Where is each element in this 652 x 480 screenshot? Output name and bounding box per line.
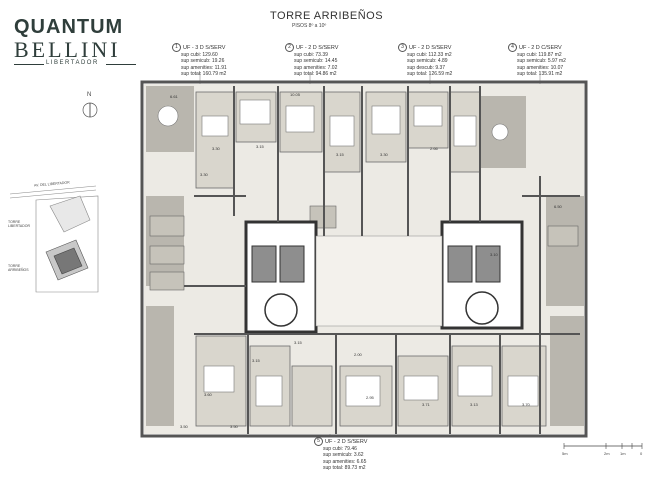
unit-number-badge: 4 (508, 43, 517, 52)
unit-line: sup amenities: 10.07 (517, 64, 564, 71)
dimension-labels: 6.61 10.05 3.30 3.15 3.15 2.66 3.30 3.30… (170, 92, 563, 429)
dimension-label: 3.30 (380, 152, 389, 157)
unit-line: sup total: 89.73 m2 (323, 464, 366, 471)
interior-walls (184, 86, 580, 434)
unit-line: sup cubi: 119.87 m2 (517, 52, 562, 58)
scale-label: 0 (640, 451, 643, 456)
site-plan-drawing (9, 185, 99, 293)
unit-type: UF - 2 D S/SERV (325, 438, 368, 445)
unit-type: UF - 3 D S/SERV (183, 44, 226, 51)
dimension-label: 6.50 (554, 204, 563, 209)
furniture (157, 99, 539, 407)
scale-bar-graphic (563, 443, 643, 449)
scale-bar: 5m 2m 1m 0 (560, 442, 646, 458)
unit-line: sup total: 126.59 m2 (407, 70, 453, 77)
unit-line: sup total: 135.91 m2 (517, 70, 563, 77)
logo-rule-left (14, 64, 44, 65)
dimension-label: 3.70 (522, 402, 531, 407)
brand-logo-libertador: LIBERTADOR (46, 60, 99, 66)
dimension-label: 3.15 (294, 340, 303, 345)
dimension-label: 3.13 (470, 402, 479, 407)
unit-line: sup semicub: 14.45 (294, 58, 338, 65)
dimension-label: 3.30 (200, 172, 209, 177)
site-plan: AV. DEL LIBERTADOR TORRE LIBERTADOR TORR… (6, 180, 110, 300)
dimension-label: 3.15 (256, 144, 265, 149)
unit-line: sup total: 160.79 m2 (181, 70, 227, 77)
dimension-label: 3.60 (204, 392, 213, 397)
unit-type: UF - 2 D S/SERV (296, 44, 339, 51)
central-hall (315, 235, 443, 327)
terraces (146, 86, 584, 426)
north-indicator: N (82, 92, 98, 120)
dimension-label: 3.50 (180, 424, 189, 429)
brand-logo-quantum: QUANTUM (14, 16, 124, 38)
unit-line: sup cubi: 112.33 m2 (407, 52, 452, 58)
scale-label: 2m (604, 451, 610, 456)
scale-label: 5m (562, 451, 568, 456)
dimension-label: 3.15 (252, 358, 261, 363)
dimension-label: 3.15 (336, 152, 345, 157)
north-label: N (87, 92, 92, 98)
service-areas (149, 205, 579, 291)
tower-arribenos-label: TORRE ARRIBEÑOS (8, 264, 29, 272)
unit-line: sup semicub: 4.89 (407, 58, 448, 65)
scale-label: 1m (620, 451, 626, 456)
unit-line: sup descub: 9.37 (407, 64, 446, 71)
unit-line: sup cubi: 129.60 (181, 52, 218, 58)
unit-number-badge: 1 (172, 43, 181, 52)
dimension-label: 2.95 (366, 395, 375, 400)
unit-line: sup total: 94.86 m2 (294, 70, 337, 77)
unit-line: sup cubi: 79.46 (323, 446, 357, 452)
page-title: TORRE ARRIBEÑOS (270, 10, 384, 22)
dimension-label: 3.30 (212, 146, 221, 151)
outer-wall (140, 80, 588, 438)
unit-line: sup semicub: 19.26 (181, 58, 225, 65)
dimension-label: 3.71 (422, 402, 431, 407)
unit-line: sup amenities: 11.91 (181, 64, 227, 71)
unit-line: sup cubi: 73.39 (294, 52, 328, 58)
unit-line: sup semicub: 5.97 m2 (517, 58, 566, 65)
floor-plan: 6.61 10.05 3.30 3.15 3.15 2.66 3.30 3.30… (140, 80, 588, 438)
unit-type: UF - 2 D C/SERV (519, 44, 562, 51)
dimension-label: 2.66 (430, 146, 439, 151)
dimension-label: 3.10 (490, 252, 499, 257)
dimension-label: 10.05 (290, 92, 301, 97)
dimension-label: 6.61 (170, 94, 179, 99)
tower-libertador-label: TORRE LIBERTADOR (8, 220, 31, 228)
dimension-label: 2.00 (354, 352, 363, 357)
unit-line: sup amenities: 7.02 (294, 64, 338, 71)
logo-rule-right (106, 64, 136, 65)
unit-type: UF - 2 D S/SERV (409, 44, 452, 51)
brand-logo-bellini: BELLINI (14, 37, 121, 62)
page-subtitle: PISOS 8º a 10º (292, 23, 327, 29)
unit-line: sup semicub: 3.62 (323, 452, 364, 459)
north-arrow-icon (82, 102, 98, 118)
dimension-label: 3.50 (230, 424, 239, 429)
unit-line: sup amenities: 6.65 (323, 458, 367, 465)
unit-number-badge: 3 (398, 43, 407, 52)
unit-number-badge: 2 (285, 43, 294, 52)
